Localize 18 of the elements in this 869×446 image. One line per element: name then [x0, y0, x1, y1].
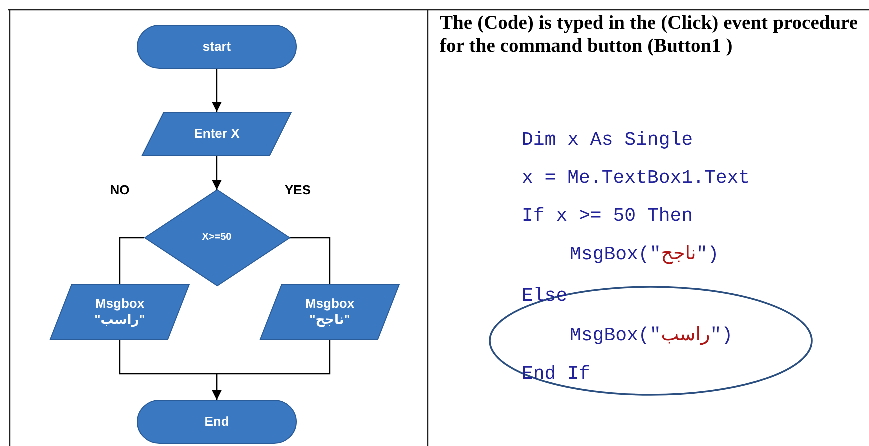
connector — [119, 237, 144, 284]
connector — [212, 156, 222, 190]
io-parallelogram: Enter X — [142, 112, 292, 156]
description-text: The (Code) is typed in the (Click) event procedure for the command button (Button1 ) — [440, 12, 858, 58]
io-parallelogram: Msgbox "ناجح" — [260, 284, 400, 340]
code-line: End If — [522, 363, 590, 385]
terminal-shape: start — [137, 25, 297, 69]
connector — [212, 69, 222, 112]
code-line: If x >= 50 Then — [522, 205, 694, 227]
edge-label: NO — [108, 182, 132, 198]
decision-diamond: X>=50 — [144, 190, 290, 286]
connector — [290, 237, 331, 284]
edge-label: YES — [283, 182, 313, 198]
code-line: x = Me.TextBox1.Text — [522, 167, 750, 189]
io-parallelogram: Msgbox "راسب" — [50, 284, 190, 340]
code-line: Dim x As Single — [522, 129, 694, 151]
connector — [212, 340, 331, 400]
terminal-shape: End — [137, 400, 297, 444]
